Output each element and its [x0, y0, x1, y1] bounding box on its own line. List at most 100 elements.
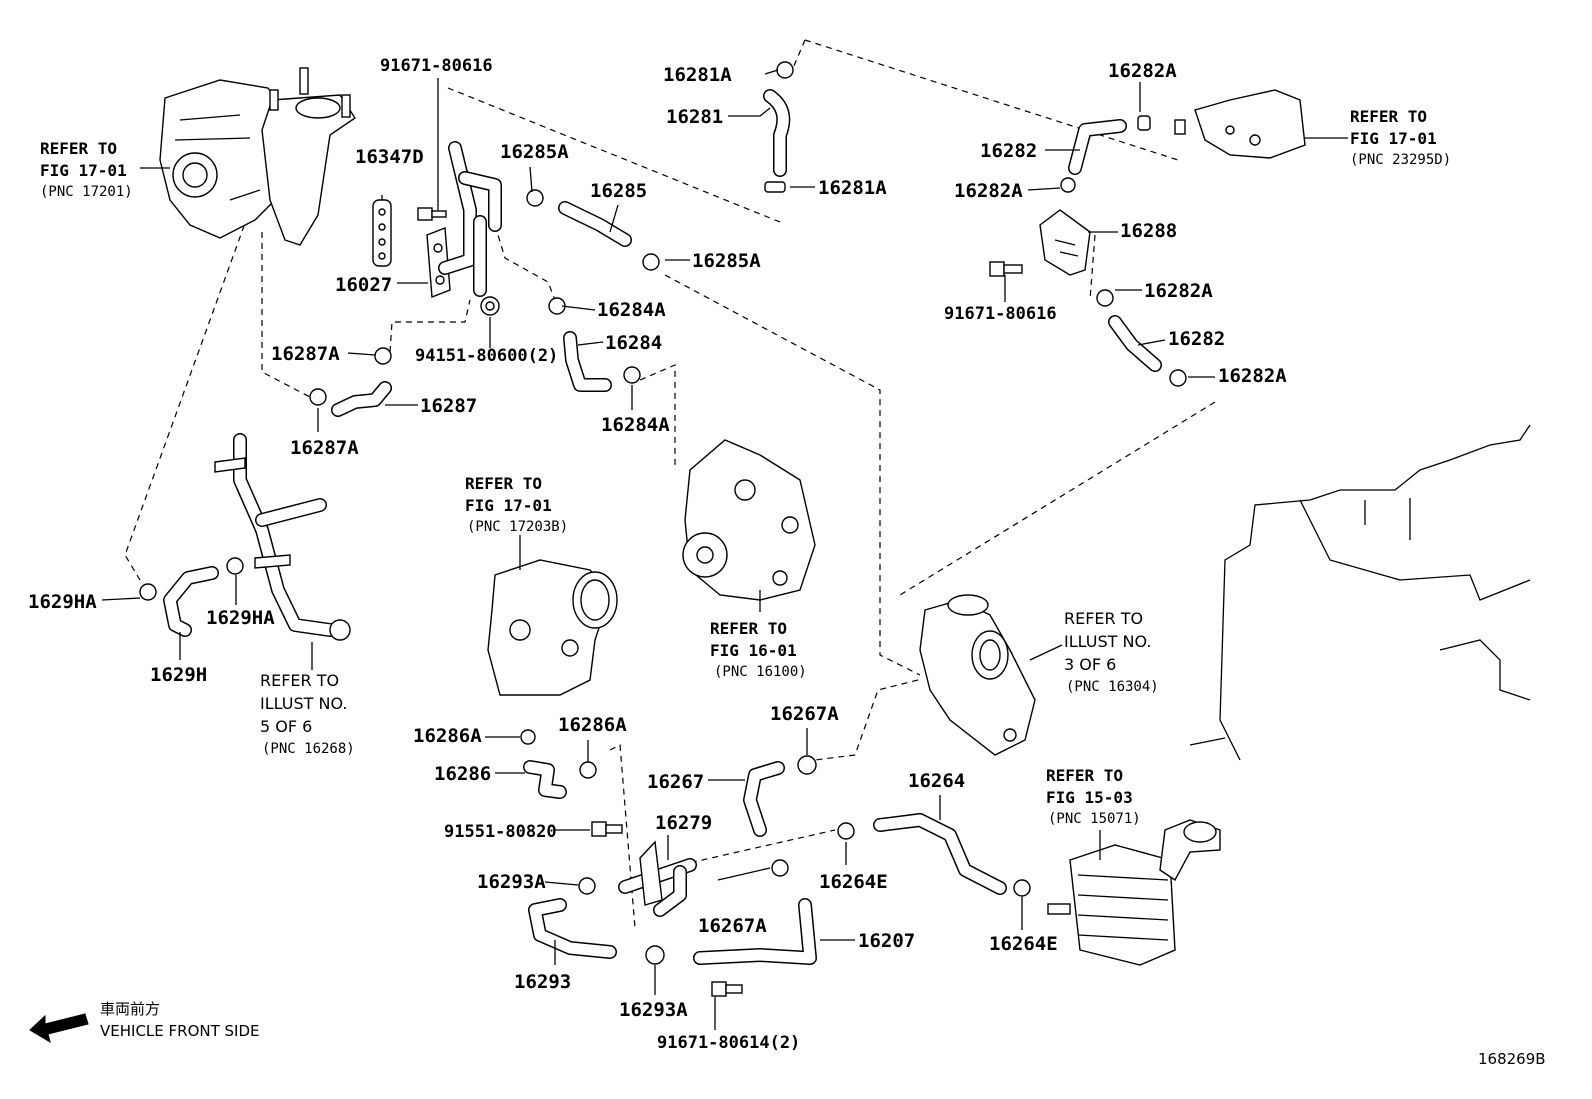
svg-text:REFER TO: REFER TO — [465, 474, 542, 493]
svg-text:FIG 17-01: FIG 17-01 — [465, 496, 552, 515]
water-pipe-16027 — [426, 141, 502, 298]
hose-clamps — [139, 61, 1187, 965]
label-16293a-left: 16293A — [477, 871, 546, 893]
svg-text:FIG 16-01: FIG 16-01 — [710, 641, 797, 660]
bolt-91671-80614 — [711, 981, 743, 997]
clamp-icon — [1096, 289, 1114, 307]
label-91671-80616-top: 91671-80616 — [380, 56, 493, 76]
label-16282a-3: 16282A — [1144, 280, 1213, 302]
svg-text:(PNC 15071): (PNC 15071) — [1048, 811, 1141, 827]
ref-note-16268: REFER TO ILLUST NO. 5 OF 6 (PNC 16268) — [260, 671, 355, 757]
label-16285: 16285 — [590, 180, 647, 202]
bolt-91671-80616-right — [989, 261, 1023, 277]
label-94151-80600: 94151-80600(2) — [415, 346, 558, 366]
svg-text:(PNC 17201): (PNC 17201) — [40, 184, 133, 200]
clamp-icon — [642, 253, 660, 271]
label-16207: 16207 — [858, 930, 915, 952]
clamp-icon — [226, 557, 244, 575]
label-16282a-4: 16282A — [1218, 365, 1287, 387]
gasket-16347d — [372, 199, 392, 267]
clamp-icon — [645, 945, 665, 965]
label-16279: 16279 — [655, 812, 712, 834]
label-1629ha-left: 1629HA — [28, 591, 97, 613]
leader-lines — [101, 69, 1348, 1030]
svg-text:5 OF 6: 5 OF 6 — [260, 717, 312, 736]
ref-note-16304: REFER TO ILLUST NO. 3 OF 6 (PNC 16304) — [1064, 609, 1159, 695]
ref-note-15071: REFER TO FIG 15-03 (PNC 15071) — [1046, 766, 1141, 827]
clamp-icon — [776, 61, 794, 79]
label-16284: 16284 — [605, 332, 662, 354]
engine-block-outline — [1189, 424, 1531, 761]
label-16286a-right: 16286A — [558, 714, 627, 736]
label-16282-bottom: 16282 — [1168, 328, 1225, 350]
reference-notes: REFER TO FIG 17-01 (PNC 17201) REFER TO … — [40, 107, 1451, 827]
label-16281a-bottom: 16281A — [818, 177, 887, 199]
svg-text:REFER TO: REFER TO — [1350, 107, 1427, 126]
vehicle-front-indicator: 車両前方 VEHICLE FRONT SIDE — [29, 1000, 260, 1044]
label-16347d: 16347D — [355, 146, 424, 168]
svg-text:3 OF 6: 3 OF 6 — [1064, 655, 1116, 674]
clamp-icon — [771, 859, 789, 877]
ref-note-23295d: REFER TO FIG 17-01 (PNC 23295D) — [1350, 107, 1451, 168]
label-91671-80616-right: 91671-80616 — [944, 304, 1057, 324]
label-16282a-2: 16282A — [954, 180, 1023, 202]
svg-text:FIG 17-01: FIG 17-01 — [1350, 129, 1437, 148]
svg-text:(PNC 23295D): (PNC 23295D) — [1350, 152, 1451, 168]
clamp-icon — [579, 761, 597, 779]
clamp-icon — [1137, 115, 1151, 131]
oil-cooler-15071 — [1047, 819, 1221, 966]
svg-text:REFER TO: REFER TO — [1046, 766, 1123, 785]
clamp-icon — [623, 366, 641, 384]
clamp-icon — [797, 755, 817, 775]
label-16264e-right: 16264E — [989, 933, 1058, 955]
turbocharger-assembly — [159, 67, 356, 246]
water-pump-16100 — [682, 439, 816, 601]
pipe-assembly-16268 — [214, 433, 351, 641]
bolt-91671-80616-top — [417, 207, 447, 221]
thermostat-housing-17203b — [487, 559, 618, 696]
label-16264: 16264 — [908, 770, 965, 792]
label-16284a-bottom: 16284A — [601, 414, 670, 436]
clamp-icon — [374, 347, 392, 365]
bracket-16279 — [639, 840, 663, 906]
vehicle-front-label-jp: 車両前方 — [100, 1000, 160, 1018]
svg-text:FIG 17-01: FIG 17-01 — [40, 161, 127, 180]
svg-text:REFER TO: REFER TO — [710, 619, 787, 638]
svg-text:REFER TO: REFER TO — [40, 139, 117, 158]
label-16282a-1: 16282A — [1108, 60, 1177, 82]
ref-note-16100: REFER TO FIG 16-01 (PNC 16100) — [710, 619, 807, 680]
clamp-icon — [1169, 369, 1187, 387]
label-16287: 16287 — [420, 395, 477, 417]
svg-text:REFER TO: REFER TO — [1064, 609, 1143, 628]
label-16285a-top: 16285A — [500, 141, 569, 163]
label-16267a-bottom: 16267A — [698, 915, 767, 937]
clamp-icon — [526, 189, 544, 207]
label-16285a-bottom: 16285A — [692, 250, 761, 272]
label-16282-top: 16282 — [980, 140, 1037, 162]
hoses — [163, 89, 1162, 965]
bolt-91551-80820 — [591, 821, 623, 837]
label-16286a-left: 16286A — [413, 725, 482, 747]
label-16281a-top: 16281A — [663, 64, 732, 86]
label-16293: 16293 — [514, 971, 571, 993]
label-16267a-top: 16267A — [770, 703, 839, 725]
clamp-icon — [837, 822, 855, 840]
svg-text:ILLUST NO.: ILLUST NO. — [1064, 632, 1151, 651]
clamp-icon — [764, 181, 786, 193]
svg-text:(PNC 16304): (PNC 16304) — [1066, 679, 1159, 695]
part-number-labels: 91671-80616 16347D 16027 16285A 16285 16… — [28, 56, 1287, 1053]
clamp-icon — [309, 388, 327, 406]
svg-text:FIG 15-03: FIG 15-03 — [1046, 788, 1133, 807]
diagram-id: 168269B — [1478, 1050, 1546, 1068]
label-16281: 16281 — [666, 106, 723, 128]
svg-text:REFER TO: REFER TO — [260, 671, 339, 690]
label-16267: 16267 — [647, 771, 704, 793]
clamp-icon — [520, 729, 536, 745]
clamp-icon — [1060, 177, 1076, 193]
label-16264e-left: 16264E — [819, 871, 888, 893]
label-16284a-top: 16284A — [597, 299, 666, 321]
bracket-16288 — [1039, 209, 1091, 276]
arrow-left-icon — [29, 1013, 89, 1044]
svg-text:(PNC 16268): (PNC 16268) — [262, 741, 355, 757]
